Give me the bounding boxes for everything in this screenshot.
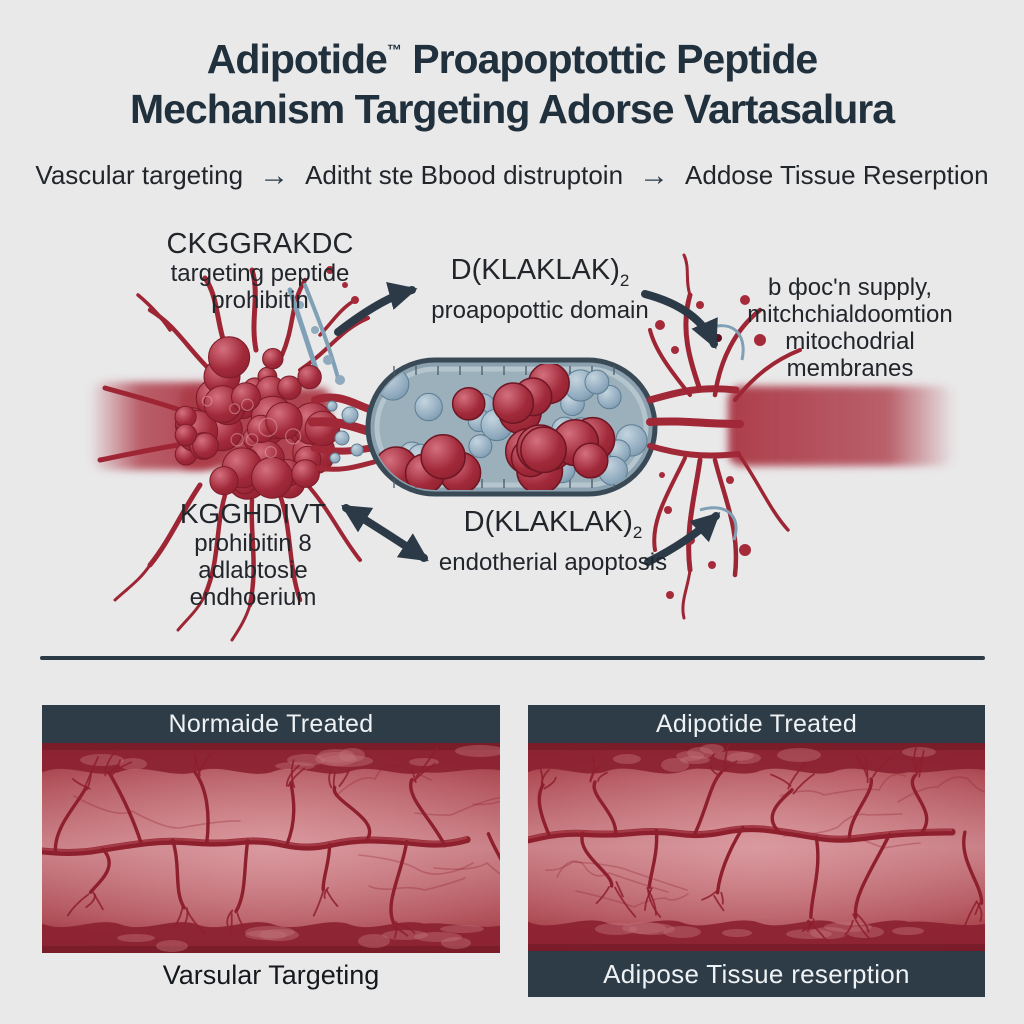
arrow-bottom-right — [644, 512, 721, 566]
arrow-top-left — [334, 282, 418, 336]
flow-step-vascular: Vascular targeting — [35, 160, 244, 190]
process-flow: Vascular targeting → Aditht ste Bbood di… — [0, 160, 1024, 191]
title-line2: Mechanism Targeting Adorse Vartasalura — [129, 86, 895, 132]
title-line1: Adipotide™ Proapoptottic Peptide — [206, 36, 818, 82]
panel-image-vascular-targeting — [42, 743, 500, 953]
arrow-top-right — [641, 290, 718, 350]
adipose-cell-cluster — [174, 336, 341, 500]
right-arrow-icon: → — [259, 158, 290, 192]
peptide-capsule — [365, 357, 658, 497]
panel-image-adipose-resorption — [528, 743, 985, 951]
caption-adipose-resorption: Adipose Tissue reserption — [528, 951, 985, 997]
page-title: Adipotide™ Proapoptottic Peptide Mechani… — [0, 26, 1024, 134]
curved-arrows — [334, 282, 721, 566]
label-targeting-peptide: CKGGRAKDC targeting peptide prohibitin — [166, 228, 354, 314]
label-prohibitin-endothelium: KGGHDIVT prohibitin 8 adlabtosie endhoer… — [179, 498, 327, 611]
flow-step-blood: Aditht ste Bbood distruptoin — [305, 160, 624, 190]
trademark-symbol: ™ — [386, 42, 402, 59]
cluster-vessels — [97, 267, 370, 642]
right-vessel-band — [728, 386, 956, 466]
arrow-bottom-double — [341, 504, 429, 562]
section-divider — [40, 656, 985, 660]
label-endothelial-apoptosis: D(KLAKLAK)2 endotherial apoptosis — [438, 506, 668, 576]
panel-header-adipotide: Adipotide Treated — [528, 705, 985, 743]
panel-header-normal: Normaide Treated — [42, 705, 500, 743]
caption-vascular-targeting: Varsular Targeting — [162, 960, 380, 990]
right-arrow-icon: → — [639, 158, 670, 192]
connector-strands-right — [646, 385, 744, 459]
label-blood-supply: b фoc'n supply, mitchchialdoomtion mitoc… — [747, 274, 953, 382]
flow-step-resorption: Addose Tissue Reserption — [685, 160, 989, 190]
label-proapoptotic-domain: D(KLAKLAK)2 proapopottic domain — [431, 254, 649, 324]
mechanism-illustration — [88, 253, 956, 642]
